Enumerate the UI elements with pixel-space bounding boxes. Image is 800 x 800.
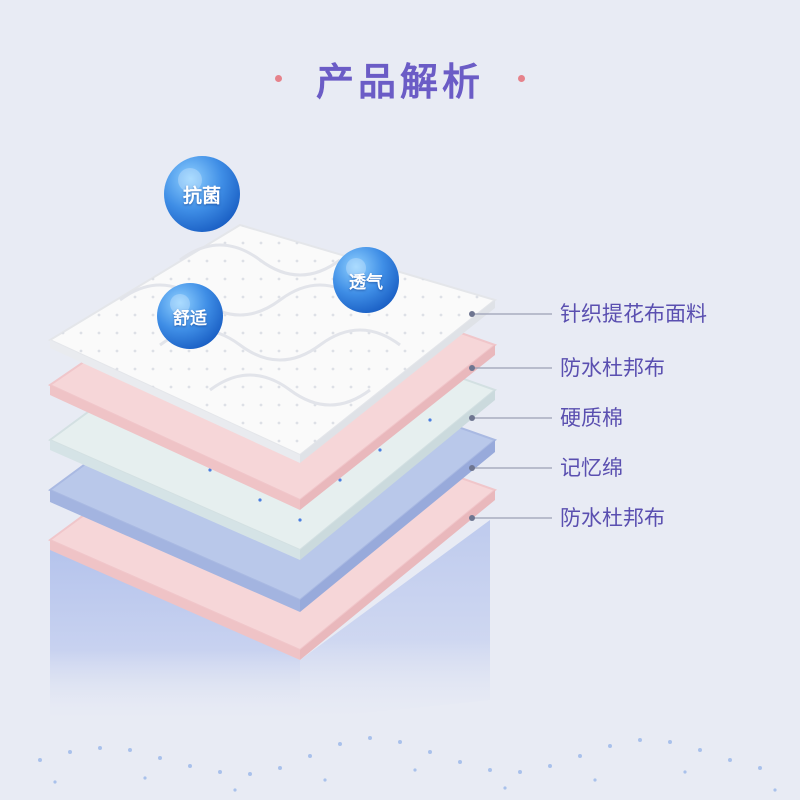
dot-right-icon [518,74,525,82]
feature-badge-antibacterial: 抗菌 [164,156,240,232]
bubble-bg [157,283,223,349]
bubble-bg [164,156,240,232]
feature-badge-comfortable: 舒适 [157,283,223,349]
title-row: 产品解析 [0,48,800,108]
feature-label: 透气 [349,272,383,293]
leader-dot [469,515,475,521]
feature-label: 抗菌 [182,184,221,207]
feature-badge-breathable: 透气 [333,247,399,313]
layer-label-waterproof-top: 防水杜邦布 [560,356,665,380]
layer-label-hard-cotton: 硬质棉 [560,406,623,430]
leader-dot [469,465,475,471]
layer-label-waterproof-bottom: 防水杜邦布 [560,506,665,530]
base-block [50,545,300,720]
dot-left-icon [274,74,282,82]
feature-label: 舒适 [173,308,207,329]
page-title: 产品解析 [315,59,484,104]
layer-label-memory-foam: 记忆绵 [560,456,623,480]
leader-dot [469,365,475,371]
leader-lines [472,313,552,519]
base-block-side [300,520,490,720]
leader-dot [469,415,475,421]
bubble-bg [333,247,399,313]
leader-dot [469,311,475,317]
layer-label-knit-fabric: 针织提花布面料 [560,302,707,326]
dot-wave-decoration [38,736,777,792]
